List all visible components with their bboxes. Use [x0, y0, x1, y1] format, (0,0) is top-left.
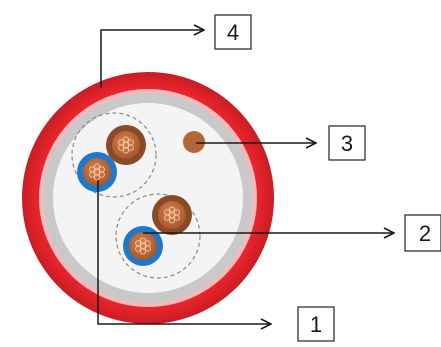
conductor-blue: [123, 226, 163, 266]
callout-number: 2: [419, 221, 431, 246]
drain-wire: [183, 131, 205, 153]
callout-box: [297, 306, 335, 342]
pair-boundary: [71, 112, 157, 198]
conductor-blue: [77, 152, 117, 192]
callout-3: 3: [328, 125, 366, 161]
callout-4: 4: [214, 14, 252, 50]
cable: [22, 72, 274, 324]
callout-2: 2: [404, 214, 441, 252]
leader-4: [100, 30, 203, 88]
callout-box: [214, 14, 252, 50]
callout-box: [328, 125, 366, 161]
leader-1: [97, 180, 270, 324]
callout-1: 1: [297, 306, 335, 342]
callout-number: 3: [341, 131, 353, 156]
twisted-pair-upper: [71, 112, 157, 198]
conductor-brown: [152, 195, 192, 235]
pair-boundary: [115, 193, 201, 279]
leader-lines: [97, 30, 393, 324]
callout-number: 1: [310, 312, 322, 337]
callout-box: [404, 214, 441, 252]
callout-number: 4: [227, 20, 239, 45]
conductor-brown: [106, 125, 146, 165]
twisted-pair-lower: [115, 193, 201, 279]
